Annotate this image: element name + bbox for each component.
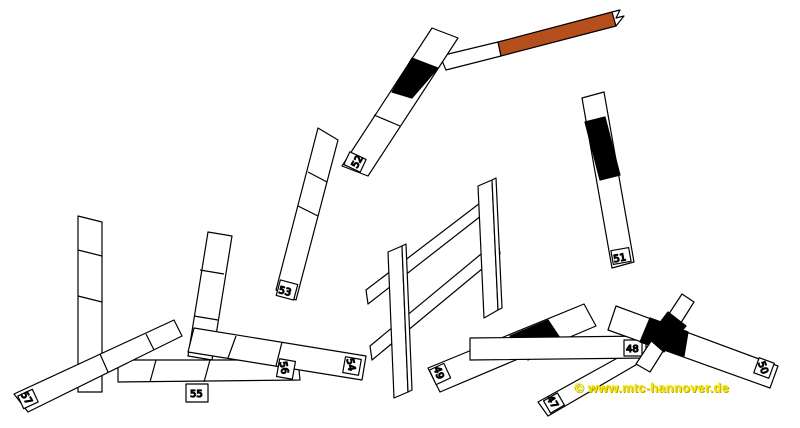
marker-post-47: 47 — [537, 339, 659, 417]
marker-label-54: 54 — [344, 357, 357, 371]
marker-post-55: 55 — [185, 383, 209, 403]
marker-post-53: 53 — [275, 127, 339, 301]
marker-label-51: 51 — [613, 252, 627, 265]
marker-post-52: 52 — [341, 27, 459, 177]
marker-label-50: 50 — [755, 360, 770, 376]
marker-post-48: 48 — [469, 335, 647, 361]
marker-post-57: 57 — [13, 319, 183, 413]
pointer-rod — [439, 9, 625, 71]
marker-label-56: 56 — [277, 361, 290, 375]
marker-post-crossing — [635, 293, 695, 373]
marker-post-51: 51 — [581, 91, 635, 269]
fence — [365, 177, 503, 399]
marker-label-49: 49 — [431, 365, 446, 381]
marker-label-53: 53 — [277, 285, 292, 299]
copyright-watermark: © www.mtc-hannover.de — [574, 380, 729, 395]
marker-label-55: 55 — [190, 389, 203, 400]
marker-label-48: 48 — [626, 344, 639, 355]
marker-post-54: 56 54 — [187, 327, 367, 381]
marker-post-upright — [77, 215, 103, 393]
